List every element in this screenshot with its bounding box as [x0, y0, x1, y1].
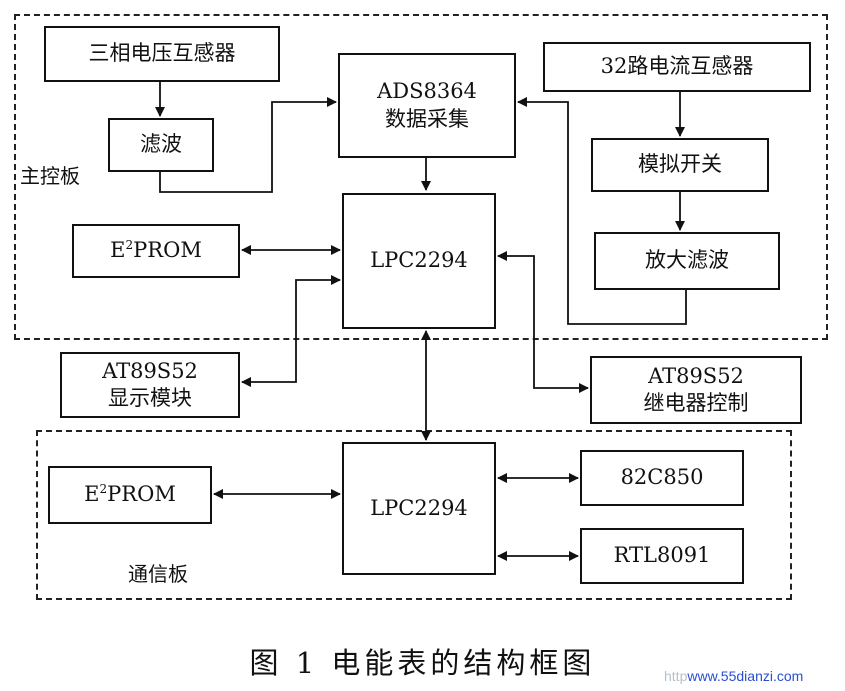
lpc2294-comm-box: LPC2294	[342, 442, 496, 575]
watermark-site: www.55dianzi.com	[687, 668, 804, 684]
arrow-filter-to-ads	[159, 97, 337, 193]
display-module-box: AT89S52 显示模块	[60, 352, 240, 418]
three-phase-voltage-transformer-box: 三相电压互感器	[44, 26, 280, 82]
eeprom-comm-box: E2PROM	[48, 466, 212, 524]
ethernet-controller-box: RTL8091	[580, 528, 744, 584]
ads8364-label: ADS8364	[377, 79, 477, 104]
current-transformer-box: 32路电流互感器	[543, 42, 811, 92]
arrow-amp-to-ads	[517, 97, 687, 325]
analog-switch-label: 模拟开关	[638, 152, 722, 177]
filter-label: 滤波	[140, 132, 182, 157]
lpc2294-main-label: LPC2294	[370, 248, 468, 273]
relay-mcu-label: AT89S52	[648, 363, 744, 388]
lpc2294-comm-label: LPC2294	[370, 495, 468, 520]
lpc2294-main-box: LPC2294	[342, 193, 496, 329]
comm-board-label: 通信板	[128, 562, 188, 586]
can-controller-label: 82C850	[620, 465, 704, 490]
watermark-prefix: http	[664, 668, 688, 684]
ethernet-controller-label: RTL8091	[613, 543, 711, 568]
relay-control-box: AT89S52 继电器控制	[590, 356, 802, 424]
amplify-filter-box: 放大滤波	[594, 232, 780, 290]
can-controller-box: 82C850	[580, 450, 744, 506]
analog-switch-box: 模拟开关	[591, 138, 769, 192]
figure-caption: 图 1 电能表的结构框图	[249, 646, 596, 680]
display-module-label: 显示模块	[108, 386, 192, 410]
filter-box: 滤波	[108, 118, 214, 172]
eeprom-main-label: E2PROM	[110, 238, 202, 263]
arrow-display-lpc	[241, 275, 341, 387]
relay-control-label: 继电器控制	[643, 391, 749, 415]
amplify-filter-label: 放大滤波	[645, 248, 729, 273]
comm-board-region	[36, 430, 792, 600]
site-watermark: httpwww.55dianzi.com	[664, 668, 803, 684]
eeprom-main-box: E2PROM	[72, 224, 240, 278]
ads8364-box: ADS8364 数据采集	[338, 53, 516, 158]
current-transformer-label: 32路电流互感器	[600, 54, 754, 79]
data-acquisition-label: 数据采集	[385, 106, 469, 131]
arrow-relay-lpc	[497, 251, 589, 393]
display-mcu-label: AT89S52	[102, 358, 198, 383]
three-phase-voltage-transformer-label: 三相电压互感器	[88, 41, 236, 66]
eeprom-comm-label: E2PROM	[84, 482, 176, 507]
main-board-label: 主控板	[20, 164, 80, 188]
